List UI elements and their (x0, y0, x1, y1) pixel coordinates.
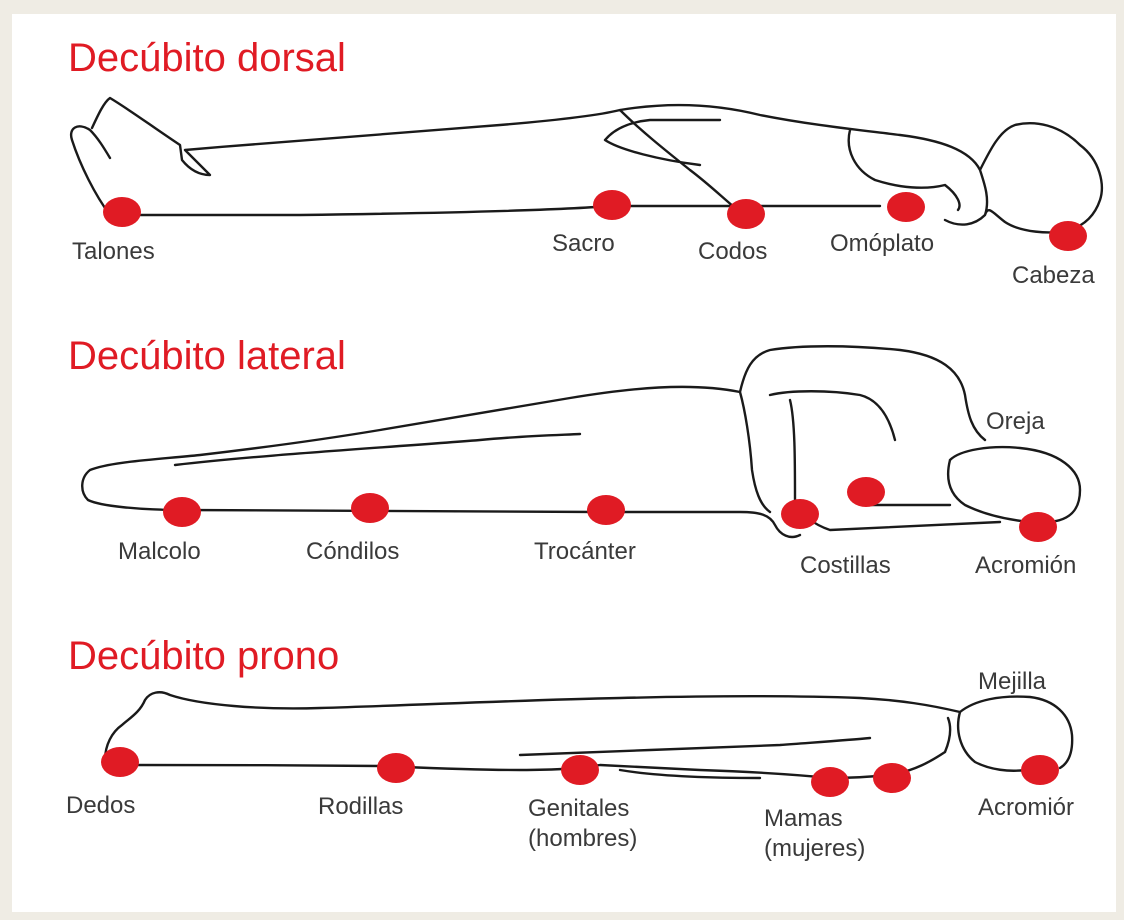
label-condilos: Cóndilos (306, 538, 399, 567)
pressure-point-genitales (561, 755, 599, 785)
label-talones: Talones (72, 238, 155, 267)
label-acromion-prono: Acromiór (978, 794, 1074, 823)
pressure-point-mamas-1 (811, 767, 849, 797)
pressure-point-condilos (351, 493, 389, 523)
pressure-point-talones (103, 197, 141, 227)
pressure-point-trocanter (587, 495, 625, 525)
label-sacro: Sacro (552, 230, 615, 259)
pressure-point-costillas (781, 499, 819, 529)
label-mamas: Mamas (mujeres) (764, 804, 865, 864)
section-title-dorsal: Decúbito dorsal (68, 38, 346, 78)
label-malcolo: Malcolo (118, 538, 201, 567)
pressure-point-oreja (847, 477, 885, 507)
label-mejilla: Mejilla (978, 668, 1046, 697)
pressure-point-rodillas (377, 753, 415, 783)
section-title-prono: Decúbito prono (68, 636, 339, 676)
pressure-point-acromion-lateral (1019, 512, 1057, 542)
pressure-point-cabeza (1049, 221, 1087, 251)
label-genitales: Genitales (hombres) (528, 794, 637, 854)
pressure-point-malcolo (163, 497, 201, 527)
pressure-point-mamas-2 (873, 763, 911, 793)
label-omoplato: Omóplato (830, 230, 934, 259)
label-costillas: Costillas (800, 552, 891, 581)
pressure-point-codos (727, 199, 765, 229)
supine-body-outline (71, 98, 1102, 232)
label-dedos: Dedos (66, 792, 135, 821)
label-codos: Codos (698, 238, 767, 267)
pressure-point-acromion-prono (1021, 755, 1059, 785)
pressure-point-dedos (101, 747, 139, 777)
label-oreja: Oreja (986, 408, 1045, 437)
pressure-point-omoplato (887, 192, 925, 222)
label-acromion-lateral: Acromión (975, 552, 1115, 581)
label-trocanter: Trocánter (534, 538, 636, 567)
pressure-point-sacro (593, 190, 631, 220)
label-rodillas: Rodillas (318, 792, 403, 822)
label-cabeza: Cabeza (1012, 262, 1112, 291)
section-title-lateral: Decúbito lateral (68, 336, 346, 376)
